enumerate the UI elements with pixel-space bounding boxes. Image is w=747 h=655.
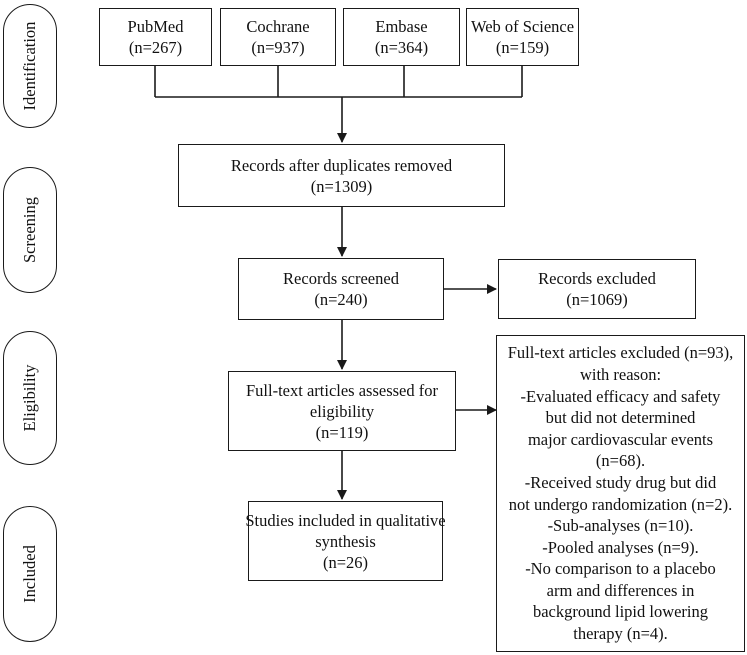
included-studies-count: (n=26) — [322, 552, 369, 572]
source-count: (n=159) — [495, 38, 550, 57]
fulltext-excluded-line: -Sub-analyses (n=10). — [547, 516, 694, 536]
included-studies-line1: Studies included in qualitative — [245, 510, 446, 530]
source-name: Embase — [375, 17, 428, 36]
stage-screening-label: Screening — [20, 197, 39, 263]
stage-included: Included — [3, 506, 57, 642]
records-excluded-box: Records excluded (n=1069) — [498, 259, 696, 319]
fulltext-excluded-line: arm and differences in — [546, 580, 695, 600]
stage-eligibility-label: Eligibility — [20, 364, 39, 432]
source-count: (n=267) — [128, 38, 183, 57]
stage-identification-label: Identification — [20, 21, 39, 111]
fulltext-assessed-box: Full-text articles assessed for eligibil… — [228, 371, 456, 451]
records-excluded-label: Records excluded — [538, 269, 656, 288]
source-count: (n=364) — [374, 38, 429, 57]
records-screened-count: (n=240) — [314, 290, 368, 309]
stage-identification: Identification — [3, 4, 57, 128]
fulltext-excluded-box: Full-text articles excluded (n=93), with… — [496, 335, 745, 652]
fulltext-assessed-line2: eligibility — [309, 401, 375, 421]
fulltext-excluded-line: -No comparison to a placebo — [525, 559, 716, 579]
fulltext-excluded-line: -Received study drug but did — [524, 472, 717, 492]
source-name: PubMed — [127, 17, 184, 36]
source-box-cochrane: Cochrane (n=937) — [220, 8, 336, 66]
records-excluded-count: (n=1069) — [566, 290, 628, 309]
source-box-embase: Embase (n=364) — [343, 8, 460, 66]
included-studies-line2: synthesis — [315, 531, 376, 551]
included-studies-box: Studies included in qualitative synthesi… — [245, 501, 446, 581]
duplicates-removed-box: Records after duplicates removed (n=1309… — [178, 144, 505, 207]
stage-eligibility: Eligibility — [3, 331, 57, 465]
fulltext-excluded-line: major cardiovascular events — [527, 429, 714, 449]
fulltext-excluded-line: background lipid lowering — [532, 602, 709, 622]
fulltext-excluded-line: not undergo randomization (n=2). — [508, 494, 733, 514]
fulltext-excluded-line: but did not determined — [545, 408, 696, 428]
fulltext-assessed-line1: Full-text articles assessed for — [246, 380, 438, 400]
fulltext-excluded-line: -Evaluated efficacy and safety — [520, 386, 721, 406]
fulltext-excluded-line: therapy (n=4). — [573, 624, 668, 644]
fulltext-excluded-line: (n=68). — [595, 451, 646, 471]
source-box-pubmed: PubMed (n=267) — [99, 8, 212, 66]
fulltext-excluded-line: with reason: — [579, 364, 662, 384]
source-name: Cochrane — [246, 17, 310, 36]
duplicates-removed-count: (n=1309) — [310, 176, 373, 196]
source-box-web-of-science: Web of Science (n=159) — [466, 8, 579, 66]
duplicates-removed-label: Records after duplicates removed — [230, 155, 453, 175]
source-name: Web of Science — [470, 17, 575, 36]
records-screened-label: Records screened — [283, 269, 399, 288]
stage-included-label: Included — [20, 545, 39, 603]
stage-screening: Screening — [3, 167, 57, 293]
source-count: (n=937) — [251, 38, 305, 57]
fulltext-excluded-line: Full-text articles excluded (n=93), — [507, 343, 734, 363]
fulltext-excluded-line: -Pooled analyses (n=9). — [542, 537, 699, 557]
records-screened-box: Records screened (n=240) — [238, 258, 444, 320]
fulltext-assessed-count: (n=119) — [315, 422, 369, 442]
